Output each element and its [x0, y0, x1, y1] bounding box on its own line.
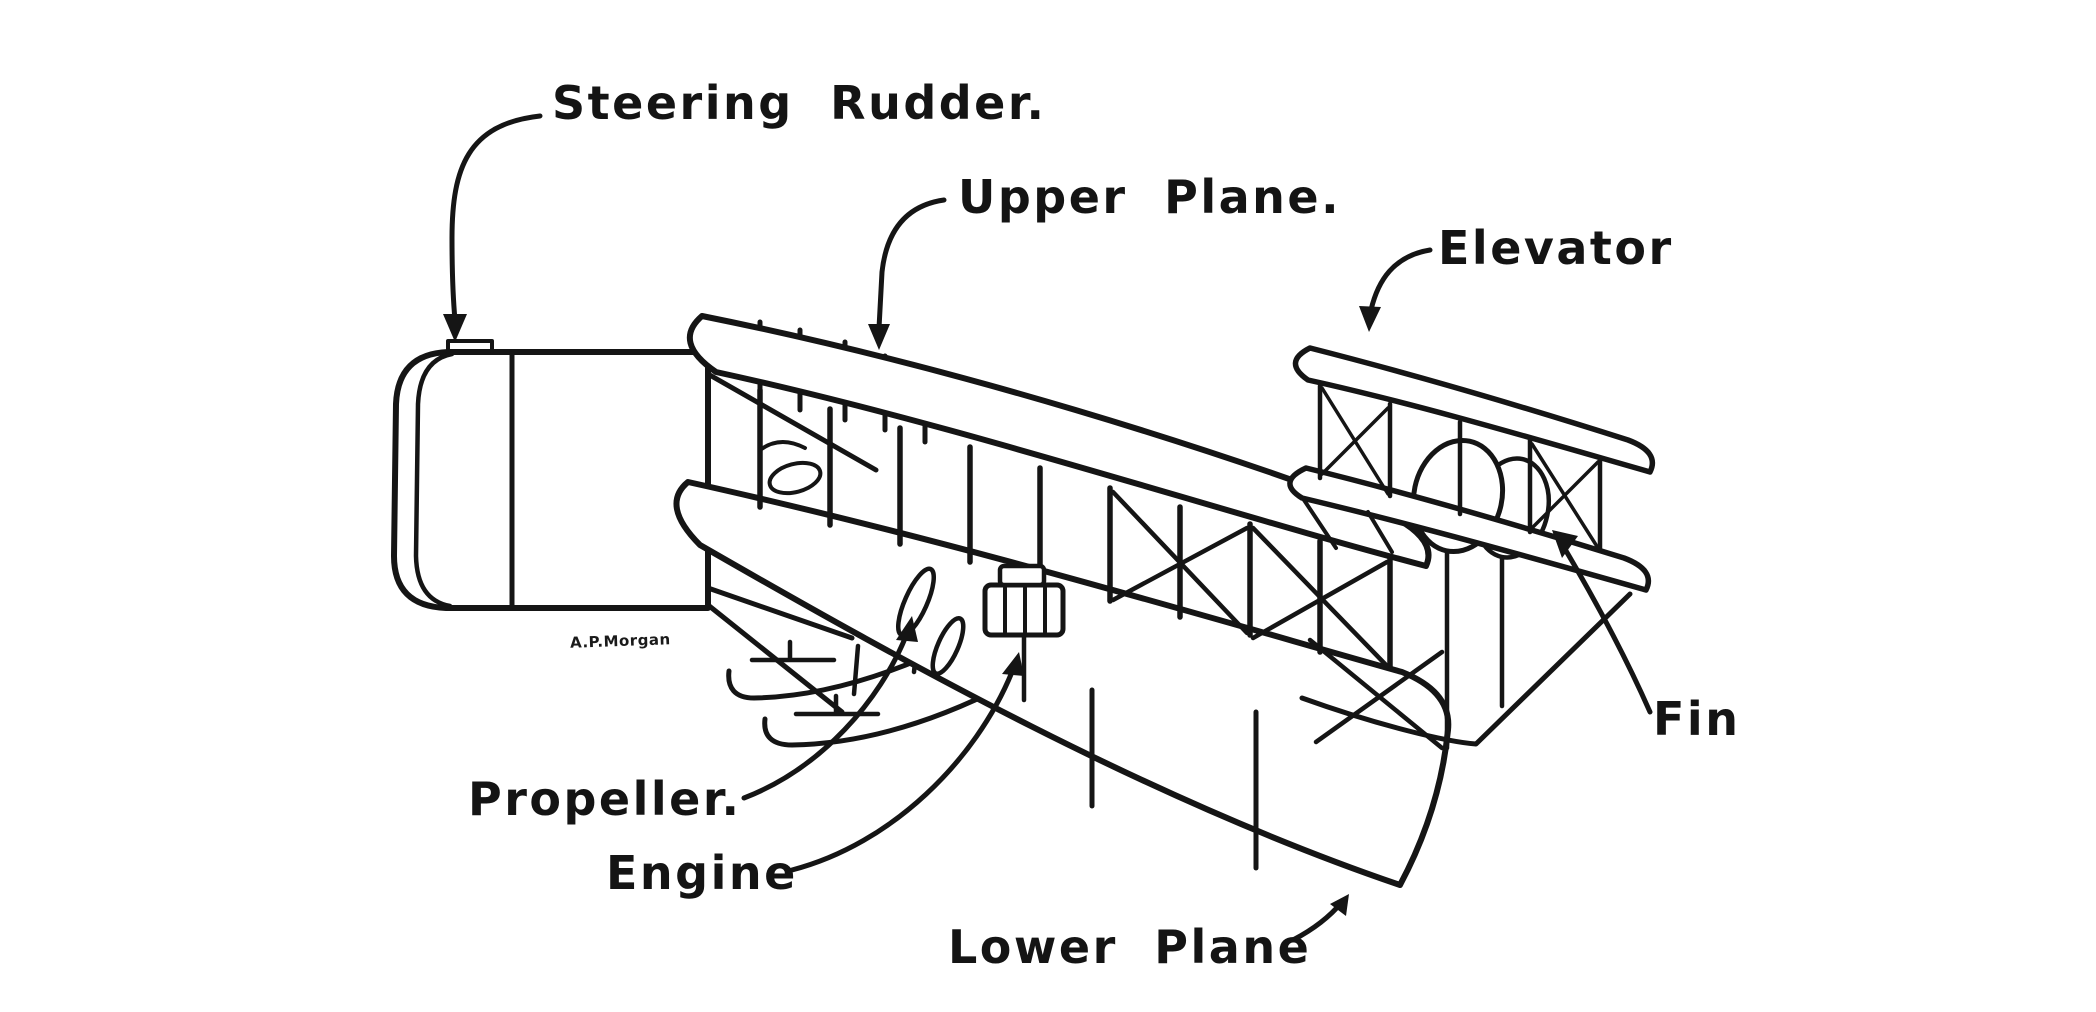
lower-plane-arrow: [1290, 894, 1349, 943]
arrowhead-icon: [868, 324, 890, 350]
propeller: [895, 566, 966, 676]
label-upper-plane: Upper Plane.: [958, 170, 1342, 224]
boom-line: [705, 371, 879, 473]
brace-wire: [1313, 649, 1445, 745]
label-propeller: Propeller.: [468, 772, 742, 826]
arrowhead-icon: [443, 314, 467, 342]
steering-rudder: [391, 339, 711, 611]
elevator-outrigger-struts: [1302, 498, 1394, 554]
strut-line: [1366, 510, 1394, 554]
arrowhead-icon: [1552, 530, 1578, 558]
seat-outline: [767, 460, 823, 496]
strut-line: [1302, 498, 1338, 550]
upper-plane-arrow: [868, 197, 947, 350]
upper-plane: [686, 313, 1432, 569]
brace-wire: [1320, 406, 1390, 476]
elevator-lower-outline: [1287, 465, 1652, 593]
rudder-top-tab: [446, 339, 494, 354]
label-fin: Fin: [1653, 692, 1741, 746]
skid-runner: [726, 639, 961, 701]
rudder-inner-curve: [413, 351, 455, 609]
seat-rail: [758, 440, 807, 452]
leader-line: [1368, 247, 1433, 313]
leader-line: [1559, 541, 1653, 715]
skid-support: [851, 643, 861, 697]
label-steering-rudder: Steering Rudder.: [552, 76, 1047, 130]
elevator-assembly: [1287, 345, 1656, 751]
lower-drop-struts: [1089, 687, 1259, 871]
elevator-bracing: [1320, 386, 1600, 550]
elevator-struts: [1317, 383, 1603, 552]
upper-wing-outline: [686, 313, 1432, 569]
engine: [982, 563, 1066, 703]
leader-line: [789, 669, 1015, 873]
leader-line: [741, 633, 909, 801]
arrowhead-icon: [1002, 652, 1024, 676]
skid-crossbar: [749, 639, 837, 663]
brace-wire: [1307, 637, 1445, 751]
leader-arrows: [443, 113, 1653, 943]
leader-line: [449, 113, 543, 323]
brace-wire: [1530, 460, 1600, 530]
tail-boom: [1299, 591, 1633, 747]
label-elevator: Elevator: [1438, 221, 1674, 275]
arrowhead-icon: [896, 616, 918, 642]
skid-crossbar: [793, 693, 881, 717]
skid-runner: [762, 683, 1007, 748]
label-lower-plane: Lower Plane: [948, 920, 1312, 974]
pilot-seat: [758, 440, 823, 496]
propeller-blade: [930, 616, 966, 676]
arrowhead-icon: [1330, 894, 1349, 916]
rudder-outline: [391, 349, 711, 611]
arrowhead-icon: [1359, 306, 1381, 332]
engine-arrow: [789, 652, 1024, 873]
label-engine: Engine: [606, 846, 798, 900]
steering-rudder-arrow: [443, 113, 543, 342]
elevator-arrow: [1359, 247, 1433, 332]
artist-signature: A.P.Morgan: [569, 630, 671, 652]
engine-radiator: [997, 563, 1047, 588]
boom-line: [705, 585, 855, 641]
fin-arrow: [1552, 530, 1653, 715]
cross-bracing: [1110, 489, 1445, 751]
brace-wire: [1250, 559, 1390, 641]
leader-line: [876, 197, 947, 331]
propeller-arrow: [741, 616, 918, 801]
elevator-upper-outline: [1292, 345, 1656, 475]
brace-wire: [1250, 525, 1390, 669]
brace-wire: [1110, 525, 1250, 603]
